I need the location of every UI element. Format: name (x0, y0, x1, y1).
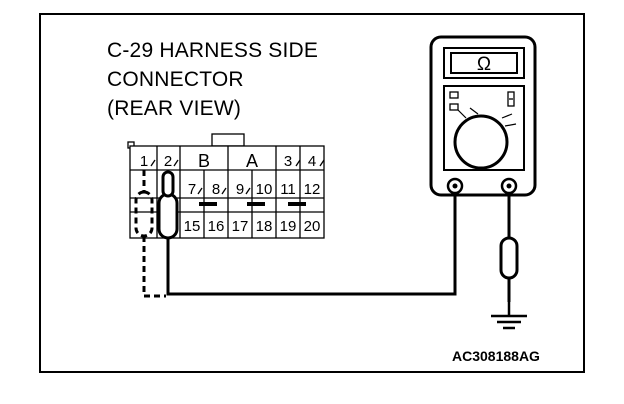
title-line-1: C-29 HARNESS SIDE (107, 39, 319, 62)
solid-probe (157, 170, 179, 240)
pin-label-A: A (246, 151, 258, 171)
diagram-code: AC308188AG (452, 348, 540, 364)
pin-label-18: 18 (256, 218, 273, 235)
pin-label-12: 12 (304, 181, 321, 198)
title-line-3: (REAR VIEW) (107, 97, 242, 120)
pin-label-8: 8 (212, 181, 220, 198)
pin-label-7: 7 (188, 181, 196, 198)
ground-icon (491, 302, 527, 330)
meter-display (450, 52, 518, 74)
connector-latch (211, 133, 245, 147)
pin-label-20: 20 (304, 218, 321, 235)
pin-label-10: 10 (256, 181, 273, 198)
dashed-probe (134, 170, 166, 298)
title-line-2: CONNECTOR (107, 68, 244, 91)
ohm-symbol: Ω (477, 54, 491, 75)
pin-label-1: 1 (140, 153, 148, 170)
pin-label-2: 2 (164, 153, 172, 170)
selector-dial (453, 114, 509, 170)
pin-label-B: B (198, 151, 210, 171)
multimeter (429, 35, 537, 197)
pin-label-9: 9 (236, 181, 244, 198)
diagram-frame (39, 13, 585, 373)
pin-label-11: 11 (280, 181, 296, 198)
pin-label-3: 3 (284, 153, 292, 170)
pin-label-16: 16 (208, 218, 225, 235)
pin-label-19: 19 (280, 218, 297, 235)
pin-label-4: 4 (308, 153, 316, 170)
pin-label-17: 17 (232, 218, 249, 235)
pin-label-15: 15 (184, 218, 201, 235)
ground-probe (499, 236, 519, 302)
